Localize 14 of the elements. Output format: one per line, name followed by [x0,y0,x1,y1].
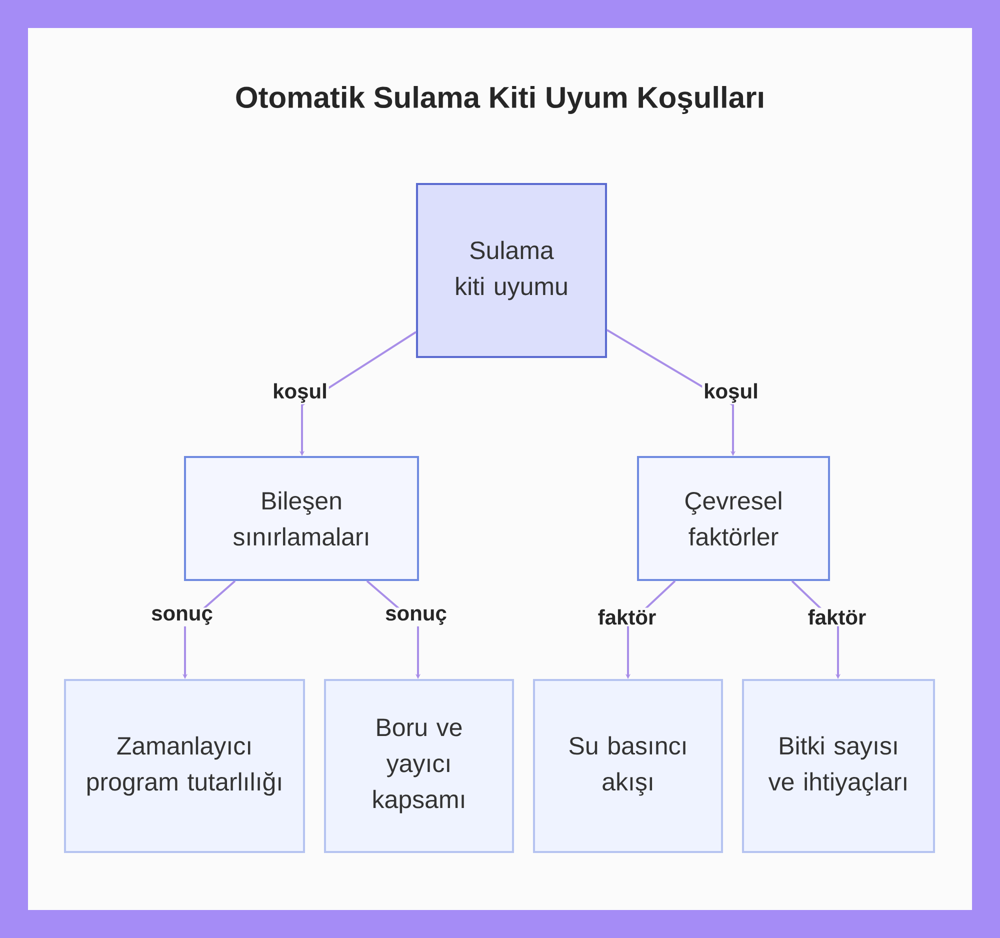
title: Otomatik Sulama Kiti Uyum Koşulları [236,86,763,114]
process-box: Bitki sayısı ve ihtiyaçları [742,679,936,853]
process-box: Sulama kiti uyumu [416,183,607,358]
process-box: Çevresel faktörler [637,456,830,581]
edge-label: sonuç [150,608,214,626]
process-box: Zamanlayıcı program tutarlılığı [64,679,305,853]
edge-label: faktör [596,608,658,626]
edge-label: koşul [702,382,760,404]
process-box: Boru ve yayıcı kapsamı [324,679,514,853]
edge-label: faktör [806,608,868,626]
process-box: Su basıncı akışı [533,679,723,853]
edge-label: koşul [271,382,329,404]
process-box: Bileşen sınırlamaları [184,456,419,581]
edge-label: sonuç [384,608,448,626]
